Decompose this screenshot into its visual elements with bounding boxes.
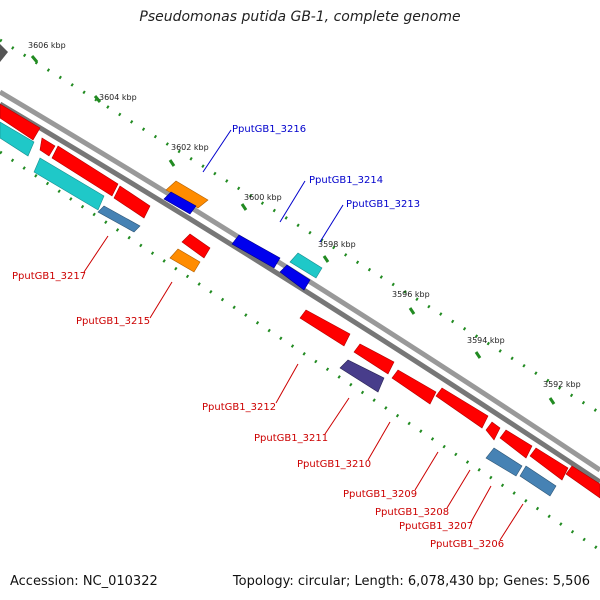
leader-3217 <box>83 235 109 273</box>
gene-label-3214[interactable]: PputGB1_3214 <box>309 175 383 186</box>
leader-3213 <box>319 204 344 243</box>
ruler-dots-upper <box>0 38 600 415</box>
ruler-tick <box>93 95 102 103</box>
leader-3212 <box>275 363 299 404</box>
gene-3210[interactable] <box>391 369 437 405</box>
gene-label-3209[interactable]: PputGB1_3209 <box>343 489 417 500</box>
gene-3217[interactable] <box>97 205 141 233</box>
leader-3214 <box>279 180 306 223</box>
leader-3210 <box>367 421 391 461</box>
leader-3206 <box>499 503 524 541</box>
ruler-label: 3602 kbp <box>171 143 209 152</box>
gene-3215-red[interactable] <box>181 233 211 259</box>
gene-band-red-1[interactable] <box>0 103 41 141</box>
accession-text: Accession: NC_010322 <box>10 574 158 589</box>
gene-3212[interactable] <box>299 309 351 347</box>
gene-label-3210[interactable]: PputGB1_3210 <box>297 459 371 470</box>
gene-3215[interactable] <box>169 248 201 273</box>
ruler-label: 3594 kbp <box>467 336 505 345</box>
gene-3216-part[interactable] <box>163 191 197 215</box>
gene-3207-steel[interactable] <box>485 447 523 477</box>
gene-3208[interactable] <box>485 421 501 441</box>
gene-band-red-2[interactable] <box>39 137 56 157</box>
gene-3213[interactable] <box>289 252 323 279</box>
ruler-tick <box>168 159 176 167</box>
gene-label-3212[interactable]: PputGB1_3212 <box>202 402 276 413</box>
gene-block-gray <box>0 44 8 62</box>
leader-3211 <box>324 397 350 435</box>
ruler-label: 3596 kbp <box>392 290 430 299</box>
gene-label-3213[interactable]: PputGB1_3213 <box>346 199 420 210</box>
ruler-tick <box>474 351 482 359</box>
ruler-label: 3604 kbp <box>99 93 137 102</box>
gene-label-3215[interactable]: PputGB1_3215 <box>76 316 150 327</box>
gene-cyan-2[interactable] <box>33 157 105 211</box>
gene-3206-steel[interactable] <box>519 465 557 497</box>
ruler-label: 3598 kbp <box>318 240 356 249</box>
ruler-tick <box>408 307 416 315</box>
gene-3207[interactable] <box>499 429 533 459</box>
leader-3215 <box>149 281 173 319</box>
map-title: Pseudomonas putida GB-1, complete genome <box>139 9 461 25</box>
gene-label-3211[interactable]: PputGB1_3211 <box>254 433 328 444</box>
top-leaders <box>202 129 344 243</box>
gene-label-3206[interactable]: PputGB1_3206 <box>430 539 504 550</box>
bottom-leaders <box>83 235 524 541</box>
gene-3214[interactable] <box>231 234 281 269</box>
ruler: 3606 kbp 3604 kbp 3602 kbp 3600 kbp 3598… <box>0 38 600 552</box>
gene-3206[interactable] <box>529 447 569 481</box>
ruler-dots-lower <box>0 150 600 552</box>
backbone-inner <box>0 101 600 485</box>
leader-3216 <box>202 129 232 173</box>
ruler-tick <box>30 55 39 63</box>
ruler-label: 3606 kbp <box>28 41 66 50</box>
ruler-tick <box>322 255 330 263</box>
ruler-tick <box>240 203 248 211</box>
gene-cyan-1[interactable] <box>0 121 35 157</box>
gene-label-3207[interactable]: PputGB1_3207 <box>399 521 473 532</box>
forward-genes <box>163 180 323 291</box>
ruler-label: 3592 kbp <box>543 380 581 389</box>
gene-3212-b[interactable] <box>353 343 395 375</box>
topology-text: Topology: circular; Length: 6,078,430 bp… <box>232 574 590 589</box>
leader-3207 <box>470 485 492 523</box>
reverse-genes <box>0 103 600 499</box>
gene-band-red-4[interactable] <box>113 185 151 219</box>
gene-label-3216[interactable]: PputGB1_3216 <box>232 124 306 135</box>
ruler-tick <box>548 397 556 405</box>
gene-3209[interactable] <box>435 387 489 429</box>
gene-3214-part[interactable] <box>279 264 311 291</box>
gene-3205[interactable] <box>565 465 600 499</box>
leader-3208 <box>446 469 471 509</box>
leader-3209 <box>414 451 439 491</box>
gene-band-red-3[interactable] <box>51 145 119 197</box>
gene-label-3208[interactable]: PputGB1_3208 <box>375 507 449 518</box>
gene-label-3217[interactable]: PputGB1_3217 <box>12 271 86 282</box>
ruler-label: 3600 kbp <box>244 193 282 202</box>
gene-3211[interactable] <box>339 359 385 393</box>
